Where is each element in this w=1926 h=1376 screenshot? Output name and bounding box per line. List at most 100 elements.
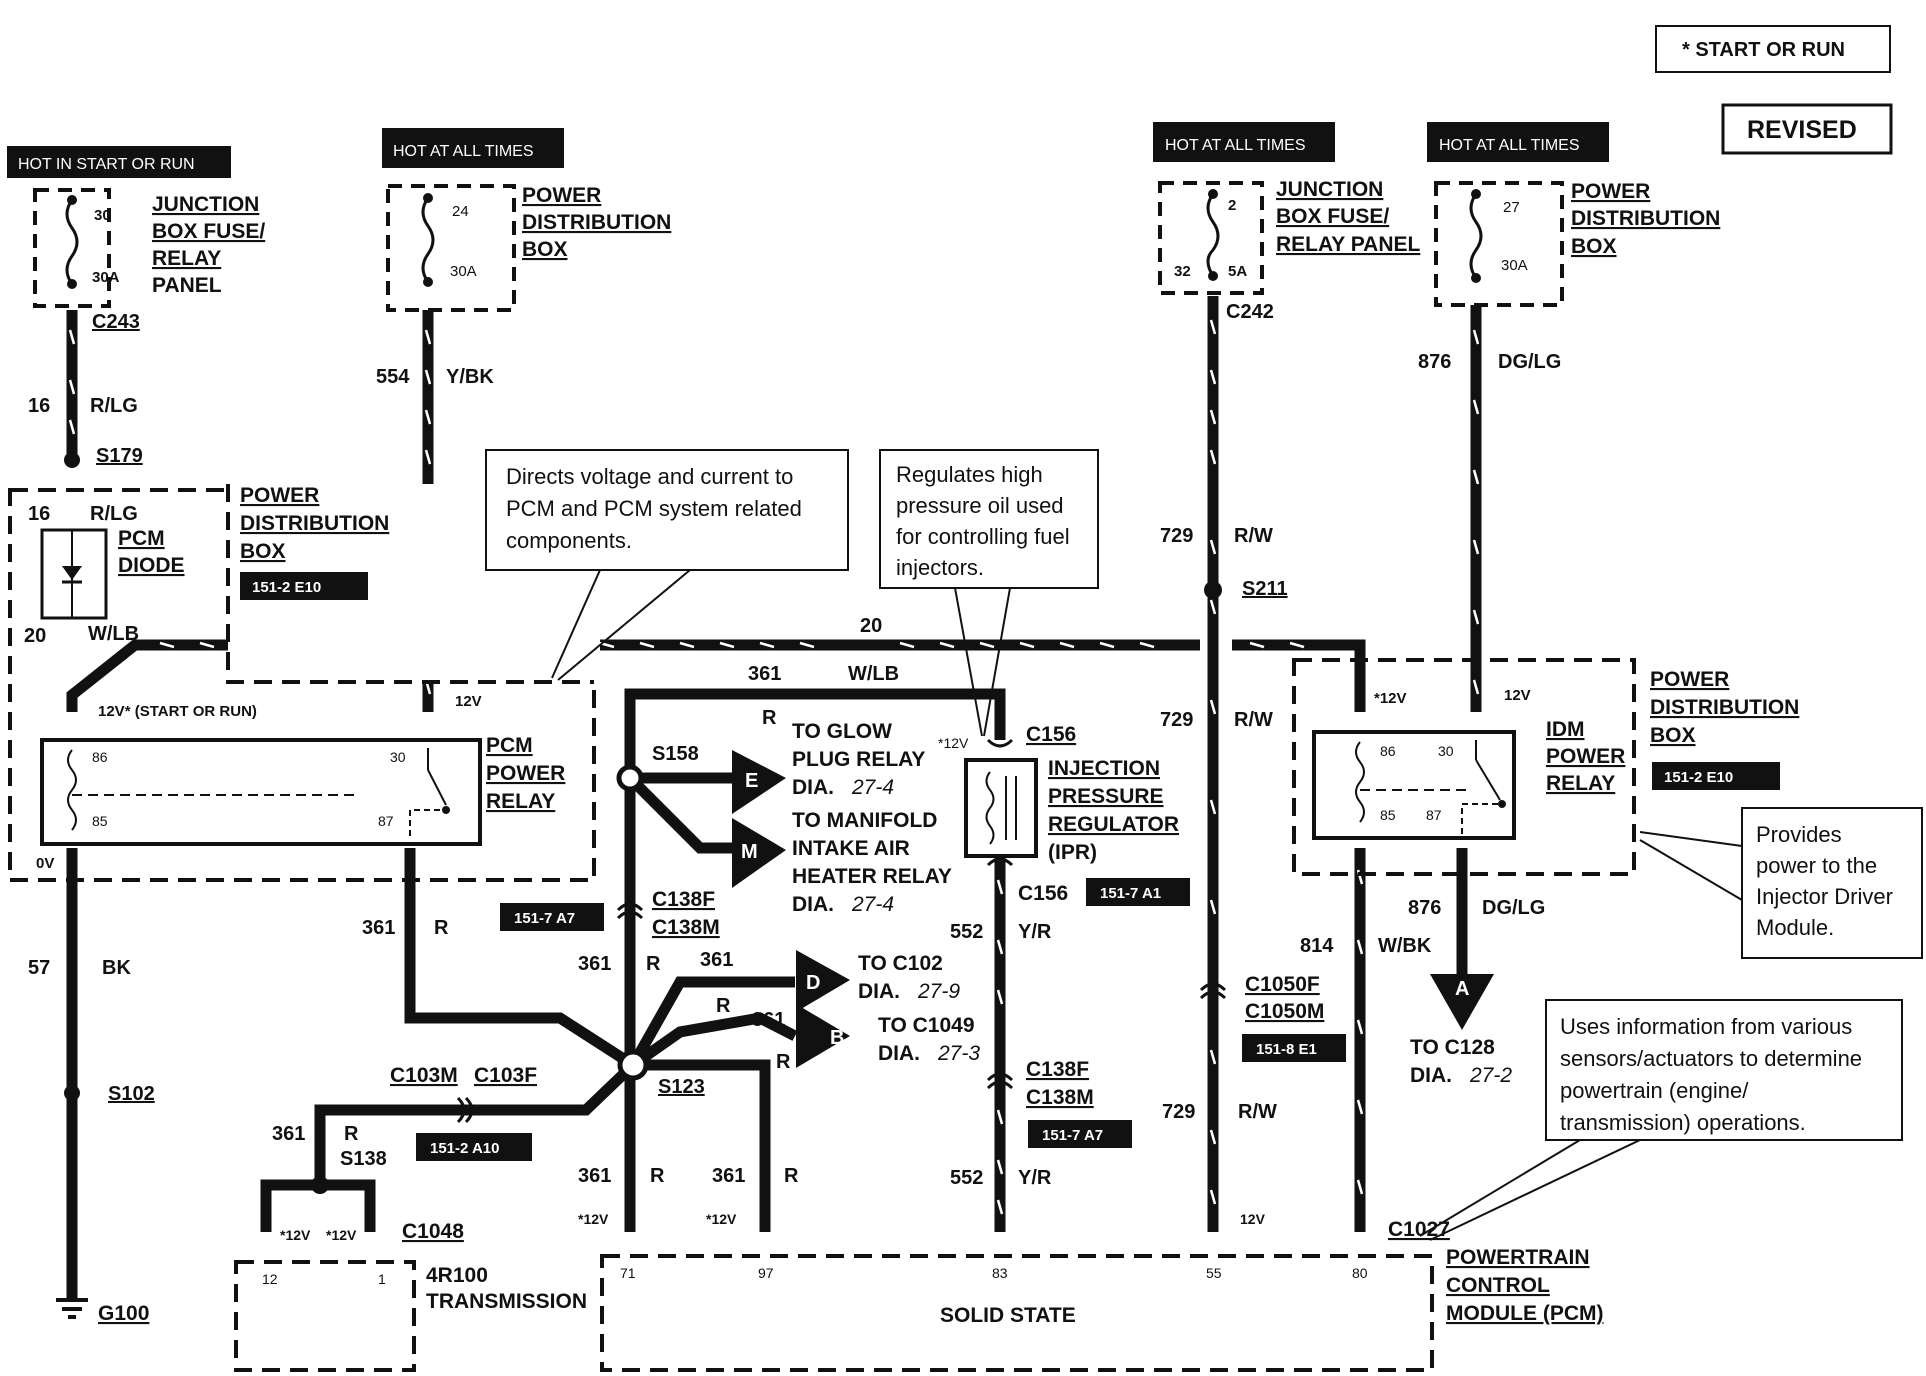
pcm-label-3: MODULE (PCM) (1446, 1302, 1603, 1325)
pcm-pin-80: 80 (1352, 1265, 1368, 1281)
dest-e-l1: TO GLOW (792, 720, 892, 743)
pcm-relay-label-2: POWER (486, 762, 565, 785)
wl-16b-col: R/LG (90, 503, 138, 525)
wl-361b-num: 361 (578, 953, 611, 975)
ipr-label-4: (IPR) (1048, 841, 1097, 864)
fuse-jb-amp: 30A (92, 269, 120, 286)
co-pcm-line: sensors/actuators to determine (1560, 1046, 1862, 1071)
pdb1-label-2: DISTRIBUTION (522, 211, 671, 234)
wl-729b-col: R/W (1234, 709, 1273, 731)
powertrain-control-module: 71 97 83 55 80 *12V *12V 12V SOLID STATE… (578, 1211, 1603, 1372)
arrow-m-letter: M (741, 841, 758, 863)
trans-label-2: TRANSMISSION (426, 1290, 587, 1313)
pcm-diode-label-1: PCM (118, 527, 165, 550)
connector-c1048: C1048 (402, 1220, 464, 1243)
idm-relay-pin-85: 85 (1380, 807, 1396, 823)
legend: * START OR RUN REVISED (1655, 25, 1893, 155)
dest-b-page: 27-3 (937, 1042, 980, 1065)
wl-57-num: 57 (28, 957, 50, 979)
connector-c103m: C103M (390, 1064, 458, 1087)
wl-361e-num: 361 (272, 1123, 305, 1145)
splices (64, 452, 1222, 1194)
dest-d-dia: DIA. (858, 980, 900, 1003)
dest-e-page: 27-4 (851, 776, 894, 799)
fuse-pdb-27: 27 30A POWER DISTRIBUTION BOX (1434, 180, 1720, 307)
pcm-relay-12v: 12V (455, 693, 482, 710)
fuse-pdb2-num: 27 (1503, 199, 1520, 216)
destination-arrows: E M D B A (732, 750, 1494, 1068)
co-pcm-line: transmission) operations. (1560, 1110, 1806, 1135)
injection-pressure-regulator: INJECTION PRESSURE REGULATOR (IPR) *12V (938, 735, 1179, 864)
jb-label-4: PANEL (152, 274, 222, 297)
ipr-12v: *12V (938, 735, 969, 751)
wl-20-num: 20 (24, 625, 46, 647)
pdb3-label-1: POWER (240, 484, 319, 507)
splice-s158 (616, 764, 644, 792)
pcm-diode-label-2: DIODE (118, 554, 185, 577)
wl-361g-num: 361 (712, 1165, 745, 1187)
wl-876b-num: 876 (1408, 897, 1441, 919)
splice-label-s158: S158 (652, 743, 699, 765)
pcm-12v-c: 12V (1240, 1211, 1266, 1227)
wl-729a-col: R/W (1234, 525, 1273, 547)
fuse-jb-30: 30 30A JUNCTION BOX FUSE/ RELAY PANEL C2… (33, 188, 265, 333)
splice-label-s179: S179 (96, 445, 143, 467)
pcm-solid-state: SOLID STATE (940, 1304, 1076, 1327)
connector-c156-a: C156 (1026, 723, 1076, 746)
co-ipr-line: Regulates high (896, 462, 1043, 487)
idm-relay-pin-30: 30 (1438, 743, 1454, 759)
hot-all-times-label-3: HOT AT ALL TIMES (1439, 137, 1580, 154)
arrow-d-letter: D (806, 972, 820, 994)
connector-c138m-a: C138M (652, 916, 720, 939)
arrow-a-letter: A (1455, 978, 1469, 1000)
ref-151-2-a10: 151-2 A10 (430, 1140, 500, 1157)
transmission-4r100: 12 1 *12V *12V 4R100 TRANSMISSION (234, 1227, 587, 1372)
connector-c156-b: C156 (1018, 882, 1068, 905)
pcm-relay-12v-start-run: 12V* (START OR RUN) (98, 703, 257, 720)
co-ipr-line: injectors. (896, 555, 984, 580)
connector-symbols (456, 738, 1227, 1124)
fuse-jb-num: 30 (94, 207, 111, 224)
fuse-pdb1-num: 24 (452, 203, 469, 220)
wire-to-b (629, 1012, 798, 1070)
wl-20-mid: 20 (860, 615, 882, 637)
co-pcm-line: powertrain (engine/ (1560, 1078, 1749, 1103)
wl-729c-col: R/W (1238, 1101, 1277, 1123)
pdb3-label-2: DISTRIBUTION (240, 512, 389, 535)
co-idm-line: Provides (1756, 822, 1842, 847)
dest-a-dia: DIA. (1410, 1064, 1452, 1087)
destination-labels: TO GLOW PLUG RELAY DIA. 27-4 TO MANIFOLD… (792, 720, 1512, 1087)
pcm-power-relay: 86 85 30 87 PCM POWER RELAY 12V* (START … (36, 693, 565, 872)
wl-729a-num: 729 (1160, 525, 1193, 547)
wl-814-num: 814 (1300, 935, 1334, 957)
jb-label-2: BOX FUSE/ (152, 220, 265, 243)
ref-151-8-e1: 151-8 E1 (1256, 1041, 1317, 1058)
idm-relay-pin-87: 87 (1426, 807, 1442, 823)
connector-c242: C242 (1226, 301, 1274, 323)
hot-start-run-label: HOT IN START OR RUN (18, 156, 195, 173)
pcm-relay-pin-30: 30 (390, 749, 406, 765)
pcm-relay-pin-86: 86 (92, 749, 108, 765)
splice-label-s211: S211 (1242, 578, 1288, 600)
fuse-jb-2: 2 5A 32 JUNCTION BOX FUSE/ RELAY PANEL C… (1158, 178, 1420, 323)
wire-361-wlb-top (624, 688, 1006, 1232)
callouts (485, 449, 1923, 1241)
wl-876-col: DG/LG (1498, 351, 1561, 373)
wl-16a-col: R/LG (90, 395, 138, 417)
dest-m-dia: DIA. (792, 893, 834, 916)
dest-e-dia: DIA. (792, 776, 834, 799)
pcm-pin-83: 83 (992, 1265, 1008, 1281)
fuse-jb2-pin: 32 (1174, 263, 1191, 280)
dest-a-l1: TO C128 (1410, 1036, 1495, 1059)
jb-label-1: JUNCTION (152, 193, 259, 216)
pcm-relay-label-1: PCM (486, 734, 533, 757)
co-pcm-line: Uses information from various (1560, 1014, 1852, 1039)
wire-labels: 16 R/LG 16 R/LG 554 Y/BK 20 W/LB 20 361 … (24, 351, 1561, 1189)
legend-start-or-run: * START OR RUN (1682, 39, 1845, 61)
arrow-e-letter: E (745, 770, 758, 792)
pdb3-ref: 151-2 E10 (252, 579, 321, 596)
wl-554-col: Y/BK (446, 366, 494, 388)
connector-c138f-a: C138F (652, 888, 715, 911)
